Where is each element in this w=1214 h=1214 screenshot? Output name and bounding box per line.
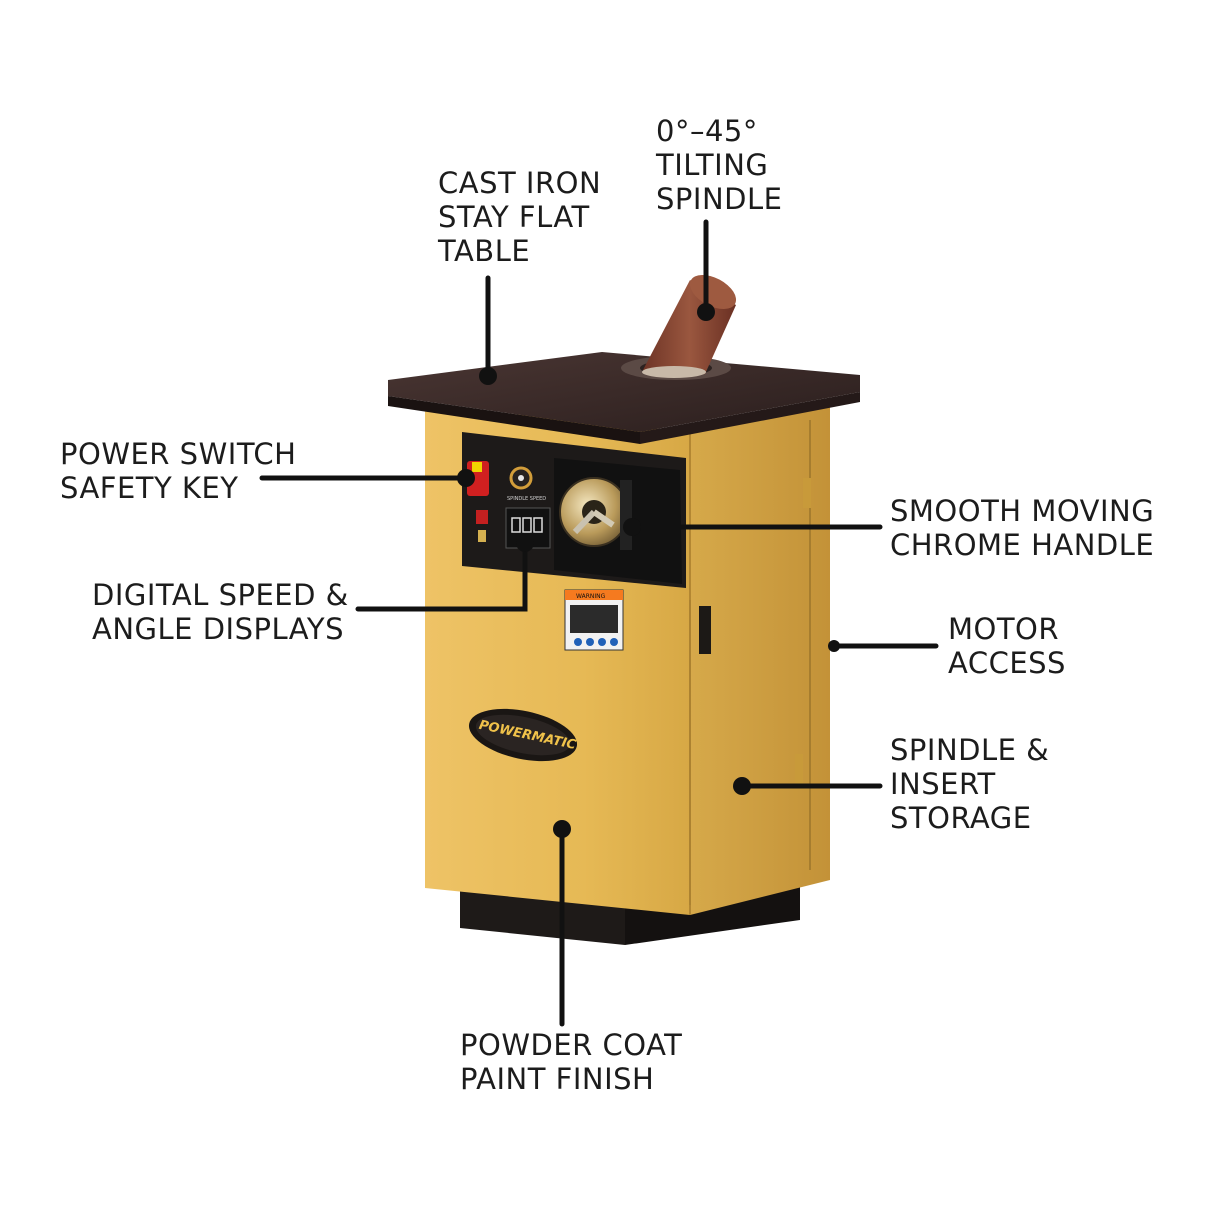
- cast-iron-table: [388, 352, 860, 444]
- callout-line: MOTOR: [948, 612, 1060, 646]
- control-panel: SPINDLE SPEED: [462, 432, 686, 588]
- callout-line: TABLE: [438, 234, 531, 268]
- callout-line: DIGITAL SPEED &: [92, 578, 349, 612]
- callout-line: SPINDLE: [656, 182, 783, 216]
- callout-dots: [457, 303, 840, 838]
- callout-power-switch: POWER SWITCH SAFETY KEY: [60, 437, 296, 505]
- callout-line: PAINT FINISH: [460, 1062, 655, 1096]
- callout-line: ANGLE DISPLAYS: [92, 612, 345, 646]
- callout-line: CHROME HANDLE: [890, 528, 1155, 562]
- callout-line: ACCESS: [948, 646, 1066, 680]
- callout-line: TILTING: [656, 148, 769, 182]
- callout-storage: SPINDLE & INSERT STORAGE: [890, 733, 1049, 835]
- warning-label: WARNING: [564, 589, 624, 651]
- callout-line: CAST IRON: [438, 166, 602, 200]
- callout-line: INSERT: [890, 767, 996, 801]
- callout-line: 0°–45°: [656, 114, 758, 148]
- callout-finish: POWDER COAT PAINT FINISH: [460, 1028, 682, 1096]
- callout-line: STAY FLAT: [438, 200, 590, 234]
- callout-line: SAFETY KEY: [60, 471, 239, 505]
- callout-line: POWER SWITCH: [60, 437, 297, 471]
- callout-line: POWDER COAT: [460, 1028, 683, 1062]
- warning-label-text: WARNING: [576, 593, 606, 600]
- callout-handle: SMOOTH MOVING CHROME HANDLE: [890, 494, 1154, 562]
- dial-label: SPINDLE SPEED: [507, 496, 546, 502]
- callout-line: SPINDLE &: [890, 733, 1050, 767]
- tilting-spindle: [642, 274, 737, 378]
- side-door-pull: [699, 606, 711, 654]
- callout-leaders: [259, 219, 939, 1027]
- callout-table: CAST IRON STAY FLAT TABLE: [438, 166, 601, 268]
- callout-motor: MOTOR ACCESS: [948, 612, 1066, 680]
- callout-displays: DIGITAL SPEED & ANGLE DISPLAYS: [92, 578, 349, 646]
- callout-tilting-spindle: 0°–45° TILTING SPINDLE: [656, 114, 782, 216]
- callout-line: STORAGE: [890, 801, 1032, 835]
- callout-line: SMOOTH MOVING: [890, 494, 1155, 528]
